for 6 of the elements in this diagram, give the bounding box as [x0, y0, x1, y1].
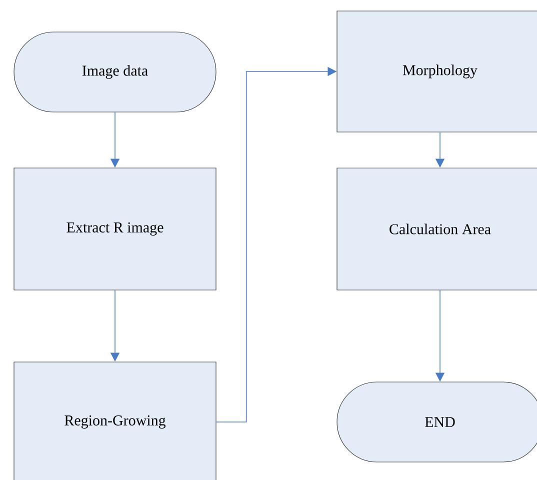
process-box: Extract R image — [14, 168, 216, 290]
terminal-box: END — [336, 382, 537, 462]
process-box: Calculation Area — [336, 168, 537, 290]
process-box: Region-Growing — [14, 362, 216, 480]
process-box: Morphology — [336, 10, 537, 132]
terminal-box: Image data — [14, 32, 216, 112]
